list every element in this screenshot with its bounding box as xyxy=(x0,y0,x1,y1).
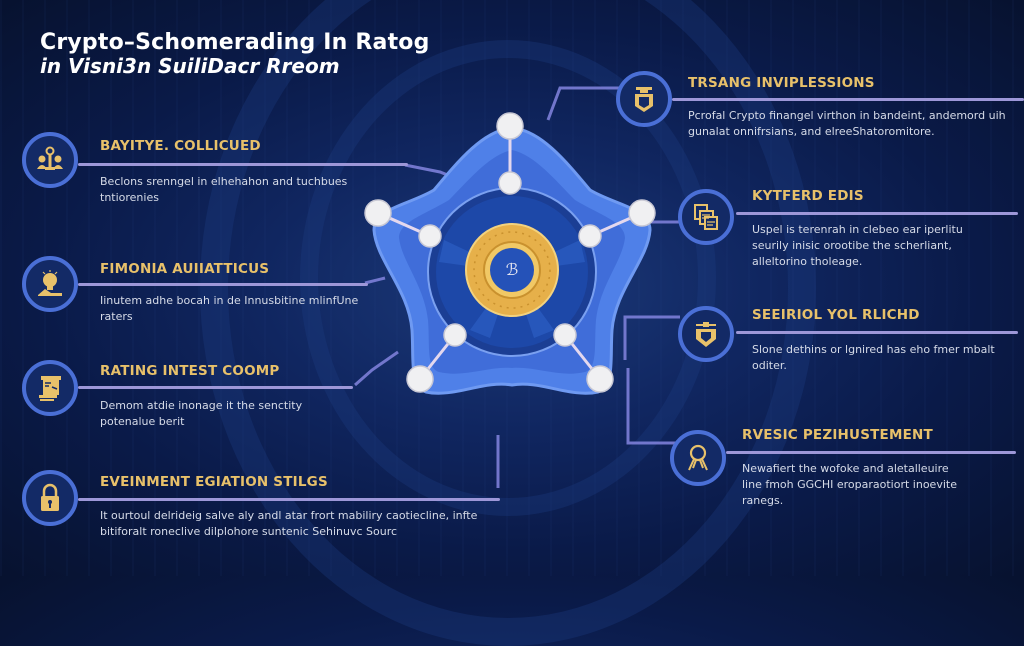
shield-badge-icon xyxy=(616,71,672,127)
right-item-4-rule xyxy=(726,451,1016,454)
right-item-1-rule xyxy=(672,98,1024,101)
title-line-2: in Visni3n SuiliDacr Rreom xyxy=(40,54,340,78)
lightbulb-hand-icon xyxy=(22,256,78,312)
central-pentagon-star xyxy=(364,112,656,395)
page-title: Crypto–Schomerading In Ratog in Visni3n … xyxy=(40,30,430,78)
left-item-4-heading: EVEINMENT EGIATION STILGS xyxy=(100,474,328,490)
right-item-3-heading: SEEIRIOL YOL RLICHD xyxy=(752,307,920,323)
left-item-3-description: Demom atdie inonage it the senctity pote… xyxy=(100,399,303,428)
ledger-document-icon xyxy=(22,360,78,416)
left-item-2-heading: FIMONIA AUIIATTICUS xyxy=(100,261,270,277)
left-item-1-description: Beclons srenngel in elhehahon and tuchbu… xyxy=(100,175,348,204)
left-item-3-rule xyxy=(78,386,353,389)
right-item-1-heading: TRSANG INVIPLESSIONS xyxy=(688,75,875,91)
medal-ribbon-icon xyxy=(670,430,726,486)
people-network-icon xyxy=(22,132,78,188)
padlock-icon xyxy=(22,470,78,526)
right-item-3-description: Slone dethins or lgnired has eho fmer mb… xyxy=(752,343,995,372)
left-item-4-description: It ourtoul delrideig salve aly andl atar… xyxy=(100,509,478,538)
left-item-3-heading: RATING INTEST COOMP xyxy=(100,363,280,379)
right-item-4-description: Newafiert the wofoke and aletalleuire li… xyxy=(742,462,957,507)
left-item-1-heading: BAYITYE. COLLICUED xyxy=(100,138,261,154)
right-item-2-heading: KYTFERD EDIS xyxy=(752,188,864,204)
right-item-4-heading: RVESIC PEZIHUSTEMENT xyxy=(742,427,933,443)
left-item-2-description: Iinutem adhe bocah in de Innusbitine mli… xyxy=(100,294,359,323)
title-line-1: Crypto–Schomerading In Ratog xyxy=(40,30,430,55)
left-item-2-rule xyxy=(78,283,368,286)
right-item-2-description: Uspel is terenrah in clebeo ear iperlitu… xyxy=(752,223,963,268)
left-item-4-rule xyxy=(78,498,500,501)
left-item-1-rule xyxy=(78,163,408,166)
coin-glyph: ℬ xyxy=(505,260,519,279)
shield-crest-icon xyxy=(678,306,734,362)
right-item-1-description: Pcrofal Crypto finangel virthon in bande… xyxy=(688,109,1006,138)
connector-lines xyxy=(354,86,680,488)
right-item-2-rule xyxy=(736,212,1018,215)
right-item-3-rule xyxy=(736,331,1018,334)
stacked-documents-icon xyxy=(678,189,734,245)
